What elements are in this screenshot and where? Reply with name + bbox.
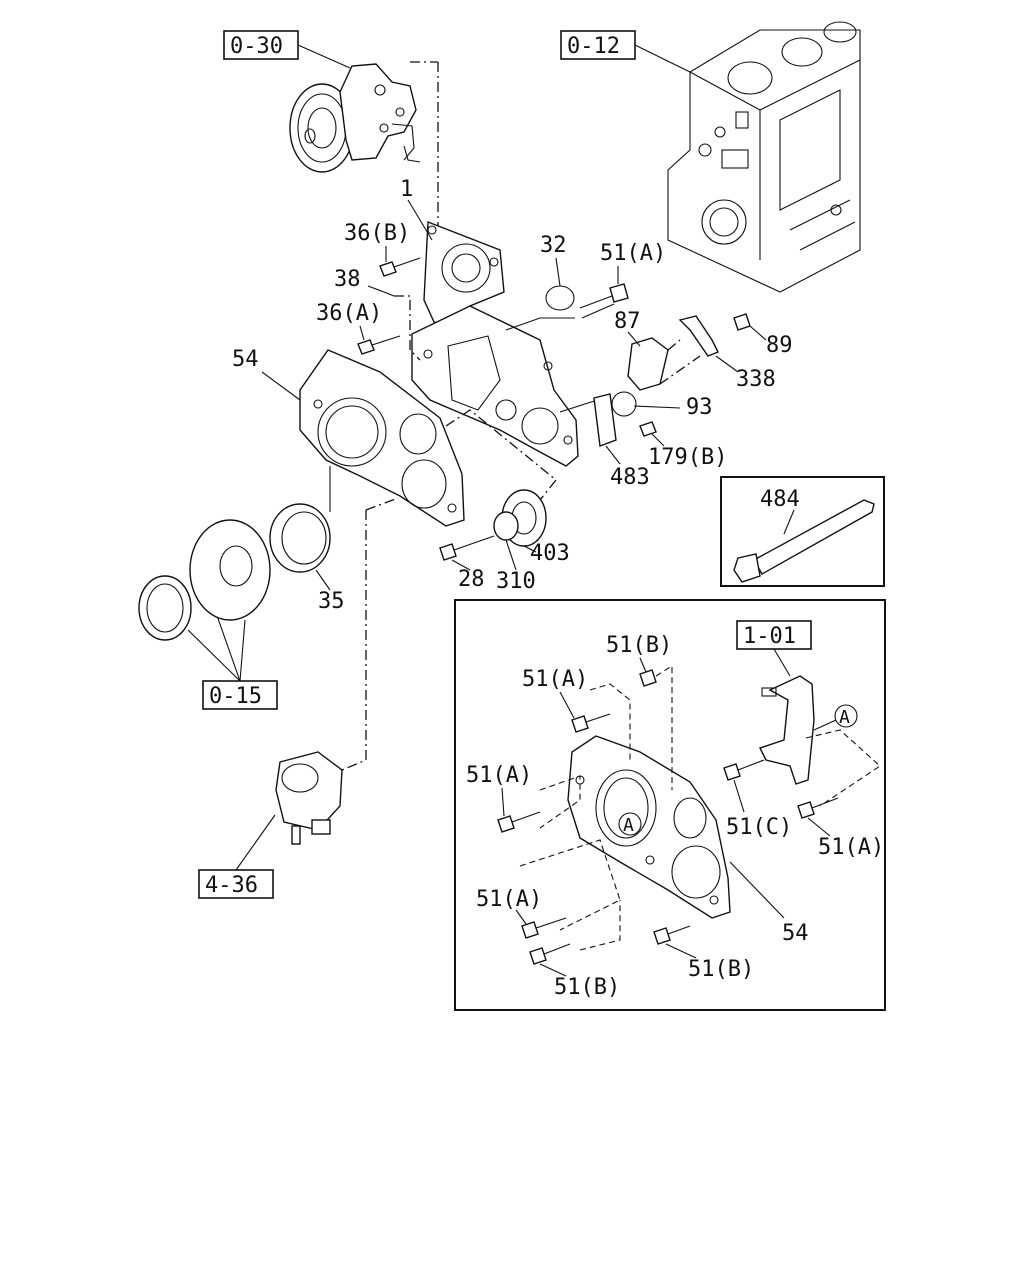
detail-inset-box: 1-01 A A [454, 599, 886, 1011]
oil-seal-35[interactable] [269, 503, 331, 573]
crank-pulley-drawing [138, 519, 271, 641]
ref-0-12-label: 0-12 [567, 34, 620, 59]
label-part-484: 484 [760, 487, 800, 512]
timing-gear-case-drawing [411, 220, 579, 467]
label-detail-54: 54 [782, 921, 809, 946]
detail-bolt-51a-bottom[interactable] [521, 917, 567, 939]
ref-box-0-30[interactable]: 0-30 [223, 30, 299, 60]
label-detail-51a-bottom: 51(A) [476, 887, 542, 912]
engine-block-drawing [667, 21, 861, 293]
ref-0-15-label: 0-15 [209, 684, 262, 709]
bolt-36a[interactable] [357, 335, 401, 355]
label-part-87: 87 [614, 309, 641, 334]
label-detail-51c: 51(C) [726, 815, 792, 840]
bracket-483[interactable] [593, 393, 617, 447]
detail-bracket [759, 675, 815, 785]
detail-bolt-51a-top[interactable] [571, 713, 611, 733]
label-part-1: 1 [400, 177, 413, 202]
callout-marker-a-bracket: A [834, 704, 858, 728]
detail-bolt-51b-top[interactable] [639, 669, 657, 687]
label-part-38: 38 [334, 267, 361, 292]
label-part-54: 54 [232, 347, 259, 372]
label-part-89: 89 [766, 333, 793, 358]
oil-pump-drawing [275, 751, 343, 845]
ref-box-4-36[interactable]: 4-36 [198, 869, 274, 899]
label-detail-51b-top: 51(B) [606, 633, 672, 658]
detail-bolt-51b-bottom-mid[interactable] [653, 925, 691, 945]
detail-bolt-51c[interactable] [723, 759, 765, 781]
label-part-32: 32 [540, 233, 567, 258]
bolt-51a[interactable] [579, 283, 629, 319]
label-part-35: 35 [318, 589, 345, 614]
label-part-338: 338 [736, 367, 776, 392]
marker-a-text: A [623, 815, 634, 836]
label-part-36a: 36(A) [316, 301, 382, 326]
o-ring-93[interactable] [611, 391, 637, 417]
label-detail-51b-bottom-mid: 51(B) [688, 957, 754, 982]
detail-bolt-51b-bottom-left[interactable] [529, 943, 571, 965]
label-part-51a: 51(A) [600, 241, 666, 266]
bolt-36b[interactable] [379, 257, 421, 277]
ref-box-0-12[interactable]: 0-12 [560, 30, 636, 60]
ref-1-01-label: 1-01 [743, 624, 796, 649]
pin-38[interactable] [383, 291, 395, 297]
marker-a2-text: A [839, 707, 850, 728]
detail-bolt-51a-right[interactable] [797, 797, 839, 819]
ref-0-30-label: 0-30 [230, 34, 283, 59]
front-cover-54-drawing [299, 349, 465, 527]
label-part-483: 483 [610, 465, 650, 490]
o-ring-32[interactable] [545, 285, 575, 311]
detail-bolt-51a-left[interactable] [497, 811, 541, 833]
label-detail-51a-top: 51(A) [522, 667, 588, 692]
inset-box-484: 484 [720, 476, 885, 587]
label-part-310: 310 [496, 569, 536, 594]
ref-box-1-01[interactable]: 1-01 [736, 620, 812, 650]
label-detail-51a-right: 51(A) [818, 835, 884, 860]
bolt-89[interactable] [733, 313, 751, 331]
label-part-403: 403 [530, 541, 570, 566]
label-part-93: 93 [686, 395, 713, 420]
bracket-338[interactable] [678, 315, 719, 357]
water-pump-drawing [289, 63, 421, 173]
detail-front-cover [567, 735, 731, 919]
label-part-179b: 179(B) [648, 445, 727, 470]
ref-box-0-15[interactable]: 0-15 [202, 680, 278, 710]
bolt-179b[interactable] [639, 421, 657, 437]
label-part-28: 28 [458, 567, 485, 592]
label-detail-51a-left: 51(A) [466, 763, 532, 788]
cable-tie-484[interactable] [753, 499, 875, 575]
ref-4-36-label: 4-36 [205, 873, 258, 898]
washer-310[interactable] [493, 511, 519, 541]
bolt-28[interactable] [439, 535, 495, 561]
callout-marker-a-cover: A [618, 812, 642, 836]
label-part-36b: 36(B) [344, 221, 410, 246]
label-detail-51b-bottom-left: 51(B) [554, 975, 620, 1000]
